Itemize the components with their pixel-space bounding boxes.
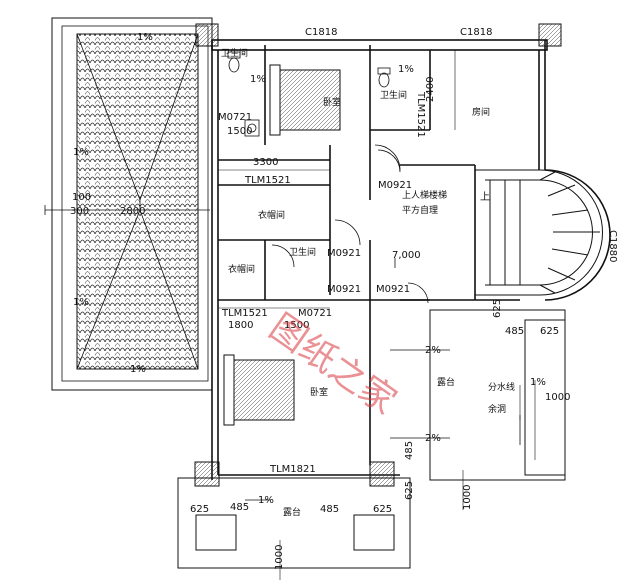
slope-9: 1% (258, 495, 274, 506)
door-label-tlm1521-vertical: TLM1521 (415, 91, 426, 138)
dim-625-a: 625 (492, 299, 503, 318)
dim-1500-a: 1500 (227, 126, 252, 137)
sink-1 (244, 119, 260, 137)
room-label-bath-2: 卫生间 (380, 89, 407, 101)
room-label-terrace-1: 露台 (437, 376, 455, 388)
dim-485-d: 485 (320, 504, 339, 515)
slope-arrows (245, 258, 521, 501)
door-label-m0921-c: M0921 (327, 284, 361, 295)
slope-4: 1% (130, 364, 146, 375)
columns (194, 23, 562, 487)
room-label-room: 房间 (472, 106, 490, 118)
door-label-tlm1521-low: TLM1521 (221, 308, 268, 319)
ladder-note: 平方自理 (402, 204, 438, 216)
stair-note: 上人梯楼梯 (402, 189, 447, 201)
room-label-terrace-2: 露台 (283, 506, 301, 518)
window-label-c1818-right: C1818 (460, 27, 492, 38)
door-label-m0721-b: M0721 (298, 308, 332, 319)
window-label-c1880: C1880 (607, 230, 618, 262)
room-label-bath-3: 卫生间 (289, 246, 316, 258)
dim-1500-b: 1500 (284, 320, 309, 331)
room-label-bedroom-1: 卧室 (323, 96, 341, 108)
slope-8: 2% (425, 433, 441, 444)
dim-300: 300 (70, 206, 89, 217)
bed-2 (223, 354, 295, 426)
doors (271, 144, 429, 304)
room-label-bedroom-2: 卧室 (310, 386, 328, 398)
room-label-bath-1: 卫生间 (221, 47, 248, 59)
door-label-tlm1821: TLM1821 (269, 464, 316, 475)
door-label-m0921-b: M0921 (327, 248, 361, 259)
dim-485-b: 485 (404, 441, 415, 460)
dim-1000-a: 1000 (545, 392, 570, 403)
dim-625-c: 625 (404, 481, 415, 500)
terraces (177, 309, 566, 569)
door-label-tlm1521-mid: TLM1521 (244, 175, 291, 186)
roof (44, 17, 213, 391)
slope-3: 1% (73, 297, 89, 308)
slope-1: 1% (137, 32, 153, 43)
door-label-m0721-a: M0721 (218, 112, 252, 123)
dimension-lines (218, 50, 536, 580)
bed-1 (269, 64, 341, 136)
rain-note: 余洞 (488, 403, 506, 415)
toilet-2 (377, 67, 391, 88)
toilet-1 (227, 51, 241, 73)
dim-2800: 2800 (120, 206, 145, 217)
window-label-c1818-left: C1818 (305, 27, 337, 38)
room-label-closet-2: 衣帽间 (228, 263, 255, 275)
dim-1000-c: 1000 (274, 545, 285, 570)
room-label-closet-1: 衣帽间 (258, 209, 285, 221)
slope-2: 1% (73, 147, 89, 158)
slope-10: 1% (530, 377, 546, 388)
dim-625-d: 625 (190, 504, 209, 515)
spiral-stair (475, 169, 611, 301)
dim-3300: 3300 (253, 157, 278, 168)
dim-1800: 1800 (228, 320, 253, 331)
dim-485-a: 485 (505, 326, 524, 337)
dim-625-b: 625 (540, 326, 559, 337)
slope-7: 2% (425, 345, 441, 356)
dim-625-e: 625 (373, 504, 392, 515)
dim-7000: 7,000 (392, 250, 421, 261)
door-label-m0921-a: M0921 (378, 180, 412, 191)
downpipe-note: 分水线 (488, 381, 515, 393)
dim-485-c: 485 (230, 502, 249, 513)
dim-1000-b: 1000 (462, 485, 473, 510)
slope-6: 1% (398, 64, 414, 75)
dim-2400: 2400 (425, 77, 436, 102)
dim-100: 100 (72, 192, 91, 203)
door-label-m0921-d: M0921 (376, 284, 410, 295)
stair-up-label: 上 (480, 191, 490, 203)
slope-5: 1% (250, 74, 266, 85)
